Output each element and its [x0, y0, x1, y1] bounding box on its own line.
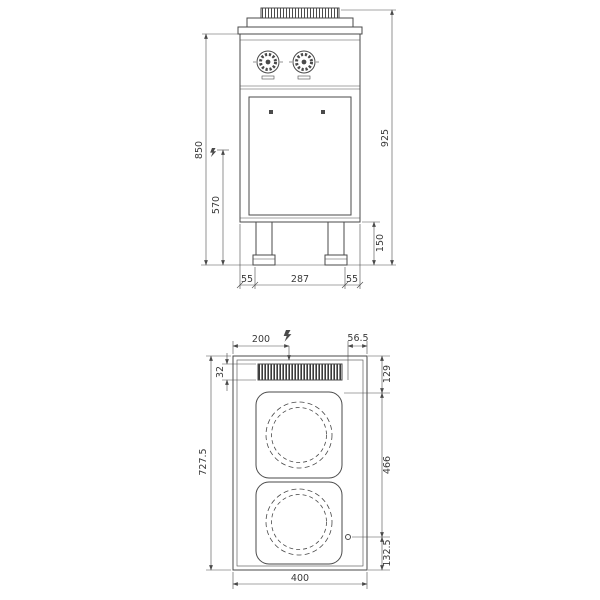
- dim-inlet-height: 570: [210, 148, 229, 266]
- front-door: [248, 96, 352, 216]
- control-knob-left: [253, 50, 283, 80]
- dim-label-129: 129: [382, 365, 393, 383]
- door-fixing-left: [269, 110, 273, 114]
- dim-label-200: 200: [252, 334, 270, 345]
- dim-label-570: 570: [211, 196, 222, 214]
- dim-label-727-5: 727.5: [198, 448, 209, 475]
- dim-body-height: 850: [194, 33, 238, 266]
- cable-hole: [345, 534, 351, 540]
- dim-label-466: 466: [382, 456, 393, 474]
- worktop: [237, 26, 363, 35]
- dim-label-55-right: 55: [346, 274, 358, 285]
- dim-label-132-5: 132.5: [382, 539, 393, 566]
- body-outline: [239, 33, 361, 223]
- dim-terminal-right: 56.5: [347, 333, 369, 380]
- hotplate-front: [255, 481, 343, 565]
- hob-band: [246, 17, 354, 28]
- dim-label-925: 925: [380, 129, 391, 147]
- dim-label-400: 400: [291, 573, 309, 584]
- plan-view: 200 56.5 32 129 466 132.: [198, 330, 393, 589]
- plan-outline: [232, 355, 368, 571]
- dim-leg-height: 150: [362, 221, 386, 266]
- plan-inner-edge: [236, 359, 364, 567]
- lightning-bolt-icon: [283, 330, 292, 342]
- dim-label-287: 287: [291, 274, 309, 285]
- door-fixing-right: [321, 110, 325, 114]
- leg-left: [252, 221, 276, 266]
- dim-label-150: 150: [375, 234, 386, 252]
- dim-label-32: 32: [215, 366, 226, 378]
- lightning-bolt-icon: [210, 148, 217, 158]
- hotplate-rear: [255, 391, 343, 479]
- dim-terminal-depth: 32: [215, 353, 256, 391]
- leg-right: [324, 221, 348, 266]
- dim-inlet-offset: 200: [232, 330, 292, 361]
- dim-label-850: 850: [194, 141, 205, 159]
- terminal-strip: [257, 363, 343, 381]
- dim-overall-height: 925: [341, 9, 396, 266]
- dim-base-chain: 55 287 55: [236, 224, 364, 289]
- dim-depth-chain: 129 466 132.5: [344, 355, 393, 571]
- control-knob-right: [289, 50, 319, 80]
- dim-label-55-left: 55: [241, 274, 253, 285]
- dim-label-56-5: 56.5: [347, 333, 368, 344]
- front-view: 850 570 925 150: [194, 7, 396, 289]
- hob-ridge: [260, 7, 340, 19]
- dim-depth: 727.5: [198, 355, 231, 571]
- dim-width: 400: [232, 572, 368, 589]
